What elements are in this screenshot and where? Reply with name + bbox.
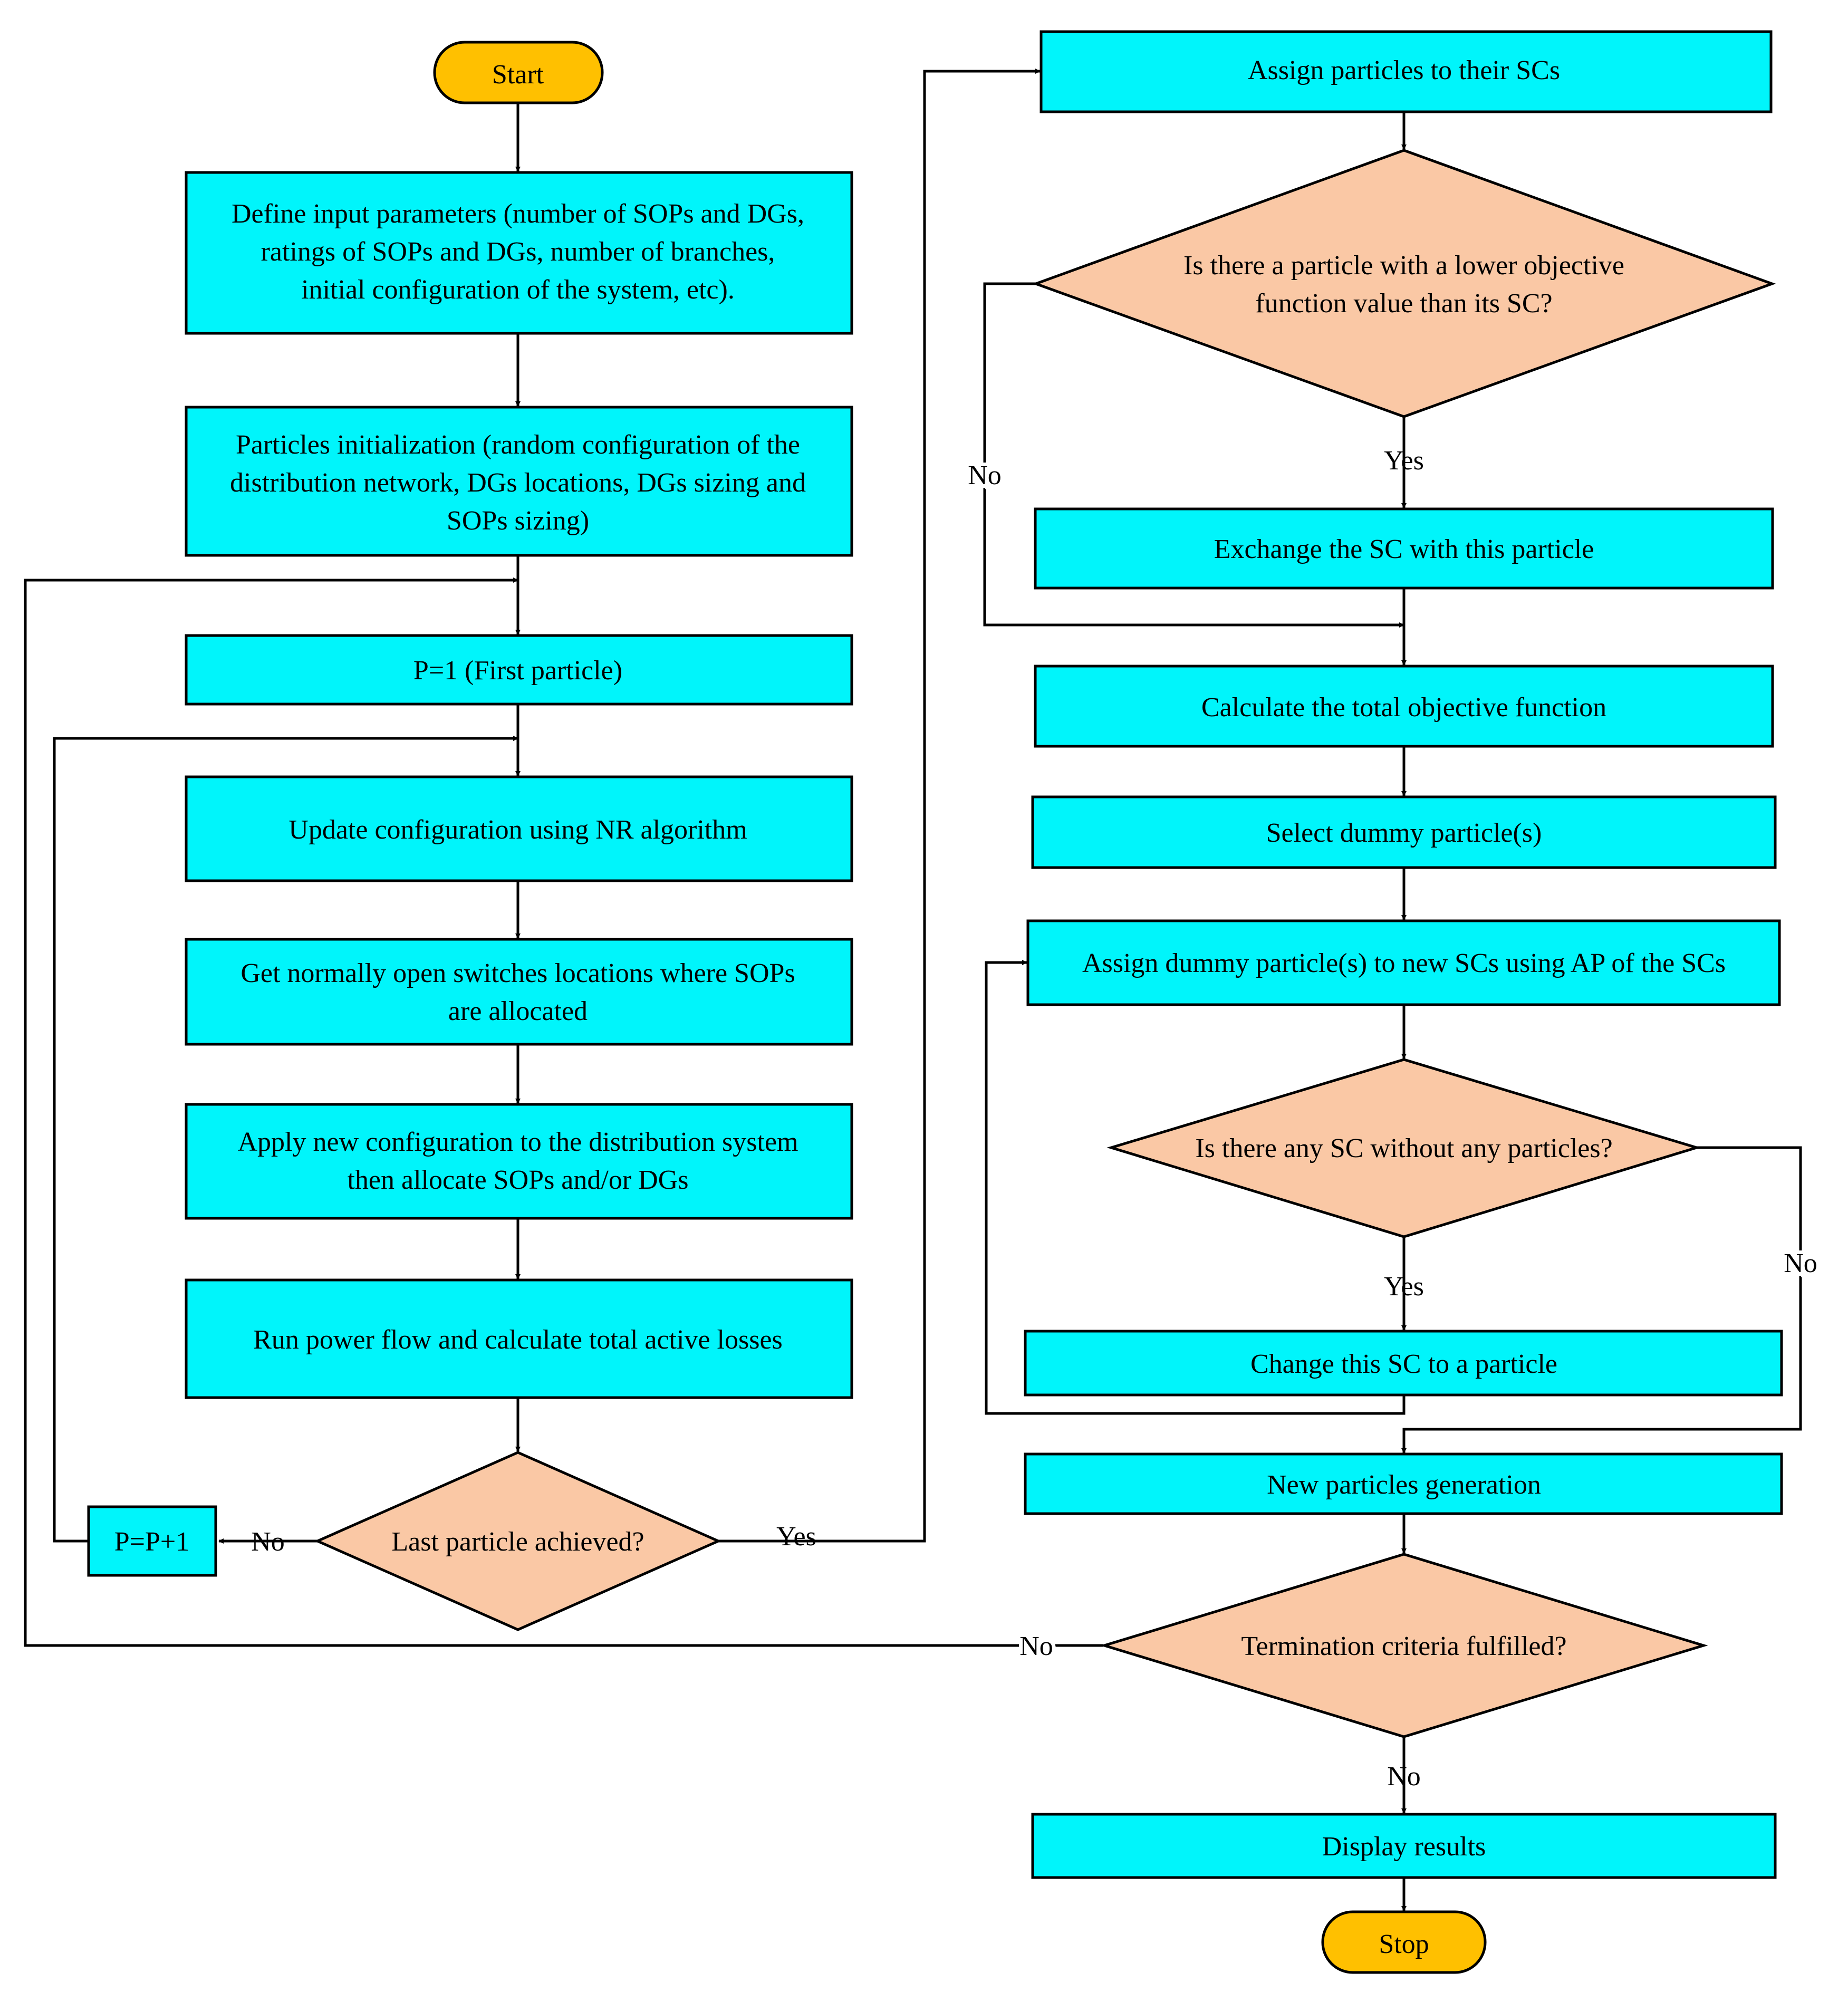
p1-label: P=1 (First particle) xyxy=(413,656,622,686)
assign-label: Assign particles to their SCs xyxy=(1248,55,1560,85)
start-label: Start xyxy=(492,60,544,90)
last-no-label: No xyxy=(251,1527,285,1557)
stop-terminal: Stop xyxy=(1321,1910,1487,1974)
run-box: Run power flow and calculate total activ… xyxy=(185,1278,853,1399)
init-line-2: distribution network, DGs locations, DGs… xyxy=(230,468,806,498)
last-yes-label: Yes xyxy=(776,1522,816,1552)
assign-dummy-label: Assign dummy particle(s) to new SCs usin… xyxy=(1082,948,1726,978)
define-input-box: Define input parameters (number of SOPs … xyxy=(185,171,853,335)
update-label: Update configuration using NR algorithm xyxy=(288,815,747,845)
any-yes-label: Yes xyxy=(1384,1272,1424,1302)
arrow-lower-no xyxy=(983,282,1404,628)
calc-label: Calculate the total objective function xyxy=(1201,692,1606,723)
display-box: Display results xyxy=(1031,1813,1777,1879)
apply-line-2: then allocate SOPs and/or DGs xyxy=(347,1165,688,1195)
term-no-left-label: No xyxy=(1019,1631,1053,1661)
get-line-1: Get normally open switches locations whe… xyxy=(240,958,795,988)
newgen-label: New particles generation xyxy=(1267,1470,1541,1500)
init-box: Particles initialization (random configu… xyxy=(185,406,853,557)
change-box: Change this SC to a particle xyxy=(1024,1330,1783,1397)
pp-label: P=P+1 xyxy=(114,1527,190,1557)
termination-decision: Termination criteria fulfilled? xyxy=(1100,1553,1708,1738)
arrow-pp-loop xyxy=(53,736,518,1543)
connectors xyxy=(24,69,1802,1911)
newgen-box: New particles generation xyxy=(1024,1452,1783,1515)
apply-line-1: Apply new configuration to the distribut… xyxy=(238,1127,798,1157)
p1-box: P=1 (First particle) xyxy=(185,634,853,706)
get-box: Get normally open switches locations whe… xyxy=(185,938,853,1046)
arrow-last-yes xyxy=(718,69,1041,1543)
any-no-label: No xyxy=(1784,1248,1817,1278)
lower-decision: Is there a particle with a lower objecti… xyxy=(1032,149,1776,418)
lower-yes-label: Yes xyxy=(1384,446,1424,476)
arrow-change-loop xyxy=(985,960,1406,1415)
define-line-1: Define input parameters (number of SOPs … xyxy=(232,199,804,229)
exchange-label: Exchange the SC with this particle xyxy=(1214,534,1594,564)
last-particle-decision: Last particle achieved? xyxy=(314,1451,722,1631)
calc-box: Calculate the total objective function xyxy=(1034,665,1774,748)
display-label: Display results xyxy=(1322,1832,1486,1862)
select-box: Select dummy particle(s) xyxy=(1031,795,1777,869)
stop-label: Stop xyxy=(1379,1929,1429,1959)
assign-dummy-box: Assign dummy particle(s) to new SCs usin… xyxy=(1026,919,1781,1006)
term-label: Termination criteria fulfilled? xyxy=(1241,1631,1566,1661)
apply-box: Apply new configuration to the distribut… xyxy=(185,1103,853,1220)
define-line-3: initial configuration of the system, etc… xyxy=(301,275,735,305)
select-label: Select dummy particle(s) xyxy=(1266,818,1542,848)
term-no-down-label: No xyxy=(1387,1762,1421,1792)
run-label: Run power flow and calculate total activ… xyxy=(253,1325,783,1355)
init-line-1: Particles initialization (random configu… xyxy=(236,430,800,460)
arrow-any-no xyxy=(1401,1146,1802,1454)
arrow-term-no xyxy=(24,578,1103,1647)
lower-line-1: Is there a particle with a lower objecti… xyxy=(1183,251,1624,281)
last-label: Last particle achieved? xyxy=(391,1527,644,1557)
lower-no-label: No xyxy=(968,460,1002,490)
any-sc-decision: Is there any SC without any particles? xyxy=(1106,1058,1701,1238)
assign-box: Assign particles to their SCs xyxy=(1040,30,1773,113)
any-label: Is there any SC without any particles? xyxy=(1195,1133,1612,1163)
change-label: Change this SC to a particle xyxy=(1250,1349,1557,1379)
define-line-2: ratings of SOPs and DGs, number of branc… xyxy=(261,237,775,267)
pp-box: P=P+1 xyxy=(87,1505,217,1577)
get-line-2: are allocated xyxy=(448,996,588,1026)
lower-line-2: function value than its SC? xyxy=(1255,288,1552,319)
update-box: Update configuration using NR algorithm xyxy=(185,775,853,882)
init-line-3: SOPs sizing) xyxy=(447,506,589,536)
start-terminal: Start xyxy=(433,41,604,104)
exchange-box: Exchange the SC with this particle xyxy=(1034,507,1774,590)
